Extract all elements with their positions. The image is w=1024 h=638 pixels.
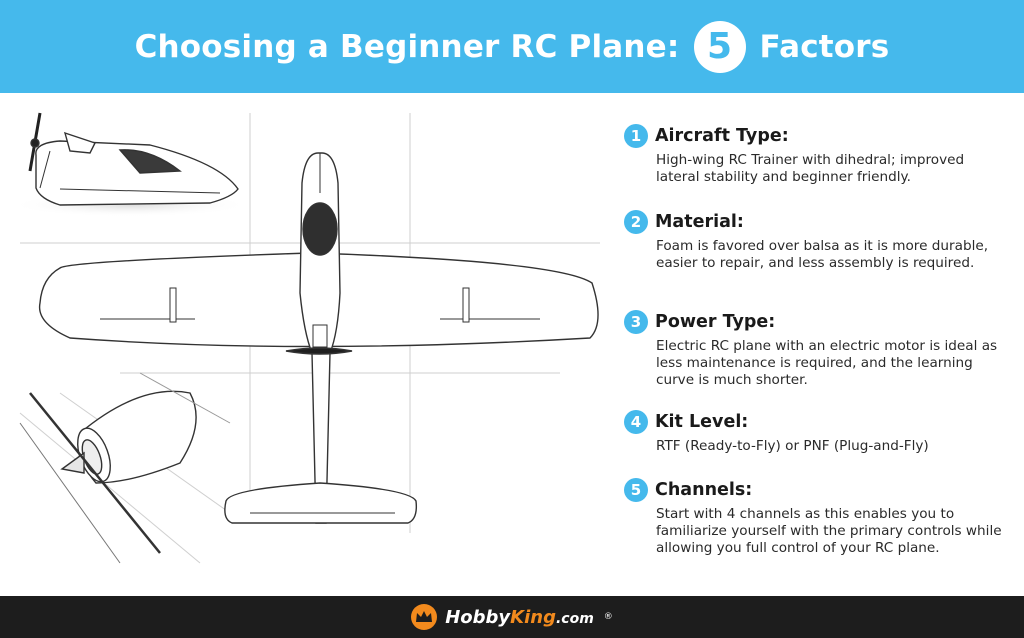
side-view-plane: [10, 112, 250, 217]
plane-sketch: [10, 112, 600, 564]
factor-heading: 1 Aircraft Type:: [624, 124, 1016, 148]
factor-title: Aircraft Type:: [655, 126, 789, 146]
factor-title: Power Type:: [655, 312, 776, 332]
factor-description: High-wing RC Trainer with dihedral; impr…: [656, 152, 965, 185]
factor-heading: 3 Power Type:: [624, 310, 1016, 334]
factor-number-badge: 2: [624, 210, 648, 234]
factor-number-badge: 3: [624, 310, 648, 334]
registered-mark: ®: [603, 612, 613, 622]
factor-item-kit-level: 4 Kit Level: RTF (Ready-to-Fly) or PNF (…: [624, 410, 1016, 455]
factor-heading: 4 Kit Level:: [624, 410, 1016, 434]
factor-description: Electric RC plane with an electric motor…: [656, 338, 998, 388]
factor-title: Material:: [655, 212, 744, 232]
brand-part-king: King: [510, 606, 556, 628]
factor-item-aircraft-type: 1 Aircraft Type: High-wing RC Trainer wi…: [624, 124, 1016, 186]
title-prefix: Choosing a Beginner RC Plane:: [134, 28, 680, 65]
factor-item-channels: 5 Channels: Start with 4 channels as thi…: [624, 478, 1016, 557]
factor-item-power-type: 3 Power Type: Electric RC plane with an …: [624, 310, 1016, 389]
factor-number-badge: 4: [624, 410, 648, 434]
factor-description: RTF (Ready-to-Fly) or PNF (Plug-and-Fly): [656, 438, 929, 454]
brand-part-domain: .com: [555, 610, 594, 627]
footer-bar: HobbyKing.com ®: [0, 596, 1024, 638]
rc-plane-illustration: [0, 93, 612, 596]
crown-logo-icon: [411, 604, 438, 630]
header-banner: Choosing a Beginner RC Plane: 5 Factors: [0, 0, 1024, 93]
title-number-badge: 5: [693, 20, 746, 73]
title-suffix: Factors: [759, 28, 890, 65]
factor-title: Channels:: [655, 480, 753, 500]
header-title: Choosing a Beginner RC Plane: 5 Factors: [134, 20, 890, 73]
factor-number-badge: 5: [624, 478, 648, 502]
top-view-plane: [38, 152, 599, 524]
factor-description: Start with 4 channels as this enables yo…: [656, 506, 1002, 556]
factor-heading: 2 Material:: [624, 210, 1016, 234]
motor-closeup: [19, 372, 231, 564]
crown-icon: [416, 611, 433, 622]
factor-heading: 5 Channels:: [624, 478, 1016, 502]
factor-description: Foam is favored over balsa as it is more…: [656, 238, 989, 271]
brand-logo-text: HobbyKing.com: [445, 607, 594, 628]
factor-title: Kit Level:: [655, 412, 749, 432]
brand-part-hobby: Hobby: [445, 606, 511, 628]
factor-item-material: 2 Material: Foam is favored over balsa a…: [624, 210, 1016, 272]
factor-number-badge: 1: [624, 124, 648, 148]
